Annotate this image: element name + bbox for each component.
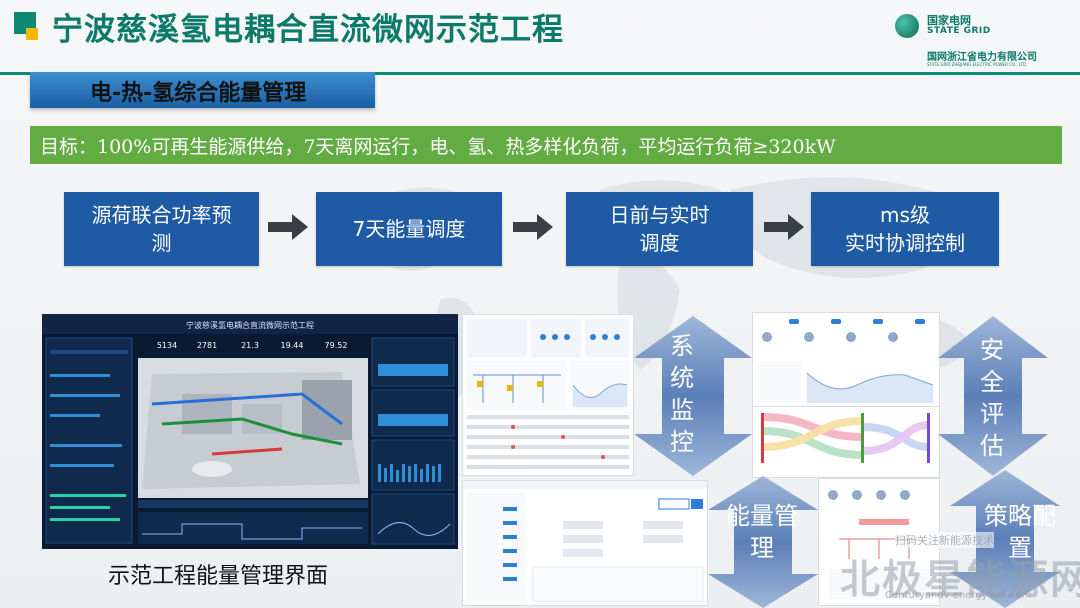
strategy-label: 策略配置 bbox=[984, 502, 1056, 562]
goal-bar: 目标：100%可再生能源供给，7天离网运行，电、氢、热多样化负荷，平均运行负荷≥… bbox=[30, 126, 1062, 164]
kpi-4: 19.44 bbox=[281, 341, 304, 350]
energy-management-graphic bbox=[463, 481, 707, 602]
arrow-right-icon bbox=[268, 214, 308, 240]
step-1-line1: 源荷联合功率预 bbox=[91, 203, 232, 227]
dashboard-title: 宁波慈溪氢电耦合直流微网示范工程 bbox=[186, 320, 314, 330]
state-grid-globe-icon bbox=[895, 14, 919, 38]
step-3-line1: 日前与实时 bbox=[609, 203, 710, 227]
system-monitor-graphic bbox=[467, 319, 629, 469]
arrow-right-icon bbox=[764, 214, 804, 240]
title-divider bbox=[0, 72, 1080, 75]
kpi-3: 21.3 bbox=[241, 341, 259, 350]
logo-cn: 国家电网 bbox=[927, 14, 971, 27]
watermark-text: 北极星能源网 bbox=[840, 557, 1080, 603]
kpi-5: 79.52 bbox=[325, 341, 348, 350]
kpi-1: 5134 bbox=[157, 341, 177, 350]
strategy-arrow-icon bbox=[950, 470, 1060, 608]
watermark-overlay: 扫码关注新能源技术 bbox=[895, 532, 994, 548]
dashboard-caption: 示范工程能量管理界面 bbox=[108, 564, 329, 589]
kpi-2: 2781 bbox=[197, 341, 217, 350]
step-realtime: 日前与实时调度 bbox=[566, 192, 753, 266]
watermark-small: Centuryandv energy network bbox=[885, 590, 1032, 601]
safety-eval-screenshot bbox=[752, 312, 940, 412]
logo-company: 国网浙江省电力有限公司 bbox=[927, 52, 1037, 63]
step-dispatch: 7天能量调度 bbox=[316, 192, 502, 266]
step-1-line2: 测 bbox=[151, 231, 172, 255]
safety-eval-label: 安全评估 bbox=[980, 336, 1004, 460]
step-4-line2: 实时协调控制 bbox=[845, 231, 965, 255]
step-control: ms级实时协调控制 bbox=[811, 192, 999, 266]
sankey-screenshot bbox=[752, 406, 940, 478]
energy-management-screenshot bbox=[462, 480, 708, 606]
logo-en: STATE GRID bbox=[927, 26, 991, 36]
section-title: 电-热-氢综合能量管理 bbox=[90, 81, 307, 106]
section-banner: 电-热-氢综合能量管理 bbox=[30, 72, 375, 108]
step-3-line2: 调度 bbox=[639, 231, 680, 255]
system-monitor-label: 系统监控 bbox=[670, 332, 694, 456]
logo-company-en: STATE GRID ZHEJIANG ELECTRIC POWER CO., … bbox=[927, 62, 1028, 67]
header: 宁波慈溪氢电耦合直流微网示范工程 国家电网 STATE GRID 国网浙江省电力… bbox=[0, 0, 1080, 72]
strategy-graphic bbox=[828, 490, 929, 599]
safety-eval-graphic bbox=[757, 319, 934, 403]
arrow-right-icon bbox=[513, 214, 553, 240]
system-monitor-arrow-icon bbox=[634, 316, 752, 476]
dashboard-graphic: 宁波慈溪氢电耦合直流微网示范工程 5134 2781 21.3 19.44 bbox=[42, 314, 458, 545]
goal-text: 目标：100%可再生能源供给，7天离网运行，电、氢、热多样化负荷，平均运行负荷≥… bbox=[40, 136, 836, 158]
title-accent-square-icon bbox=[26, 28, 38, 40]
step-2-line1: 7天能量调度 bbox=[352, 217, 466, 241]
step-4-line1: ms级 bbox=[880, 203, 930, 227]
energy-management-dashboard: 宁波慈溪氢电耦合直流微网示范工程 5134 2781 21.3 19.44 bbox=[42, 314, 458, 549]
state-grid-logo: 国家电网 STATE GRID 国网浙江省电力有限公司 STATE GRID Z… bbox=[895, 10, 1070, 67]
energy-mgmt-arrow-icon bbox=[708, 476, 818, 608]
energy-mgmt-label: 能量管理 bbox=[726, 502, 798, 562]
system-monitor-screenshot bbox=[462, 314, 634, 476]
page-title: 宁波慈溪氢电耦合直流微网示范工程 bbox=[52, 12, 564, 48]
step-forecast: 源荷联合功率预测 bbox=[64, 192, 259, 266]
safety-eval-arrow-icon bbox=[938, 316, 1048, 476]
sankey-graphic bbox=[761, 413, 930, 463]
